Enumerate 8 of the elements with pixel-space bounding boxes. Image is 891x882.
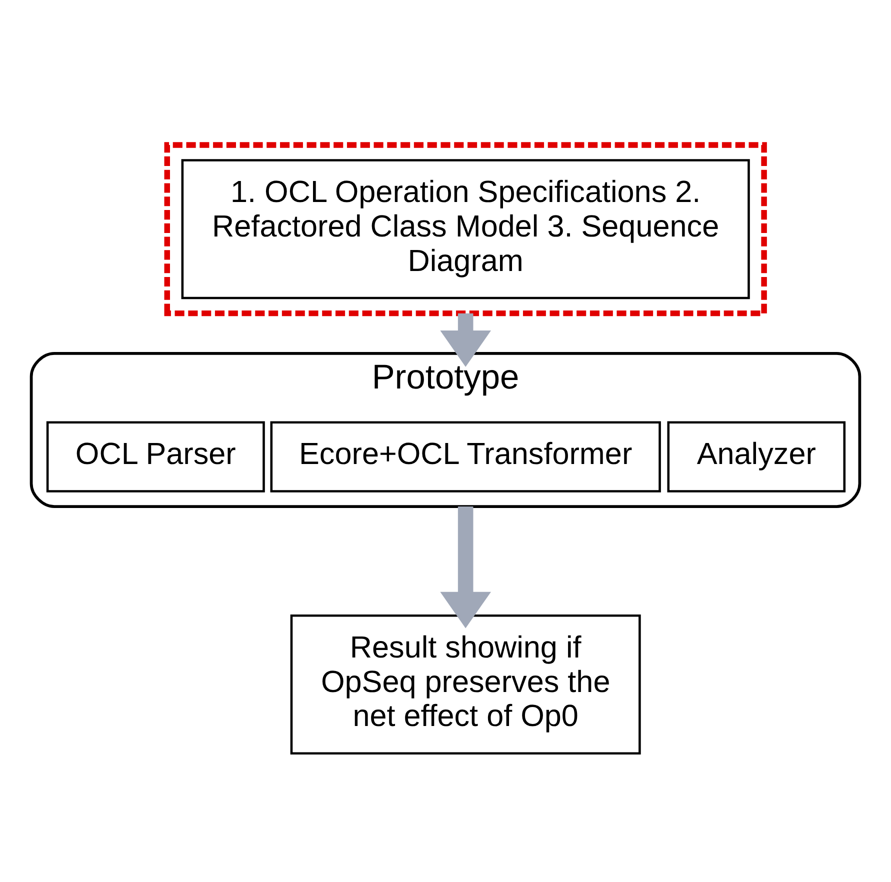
arrow — [440, 506, 491, 628]
node-box: Analyzer — [667, 420, 846, 492]
node-box: OCL Parser — [46, 420, 265, 492]
node-box: 1. OCL Operation Specifications 2. Refactored Class Model 3. Sequence Diagram — [181, 158, 750, 299]
node-box: Result showing if OpSeq preserves the net effect of Op0 — [290, 614, 641, 754]
node-box: Ecore+OCL Transformer — [270, 420, 661, 492]
cluster — [164, 142, 767, 316]
arrow — [440, 312, 491, 366]
